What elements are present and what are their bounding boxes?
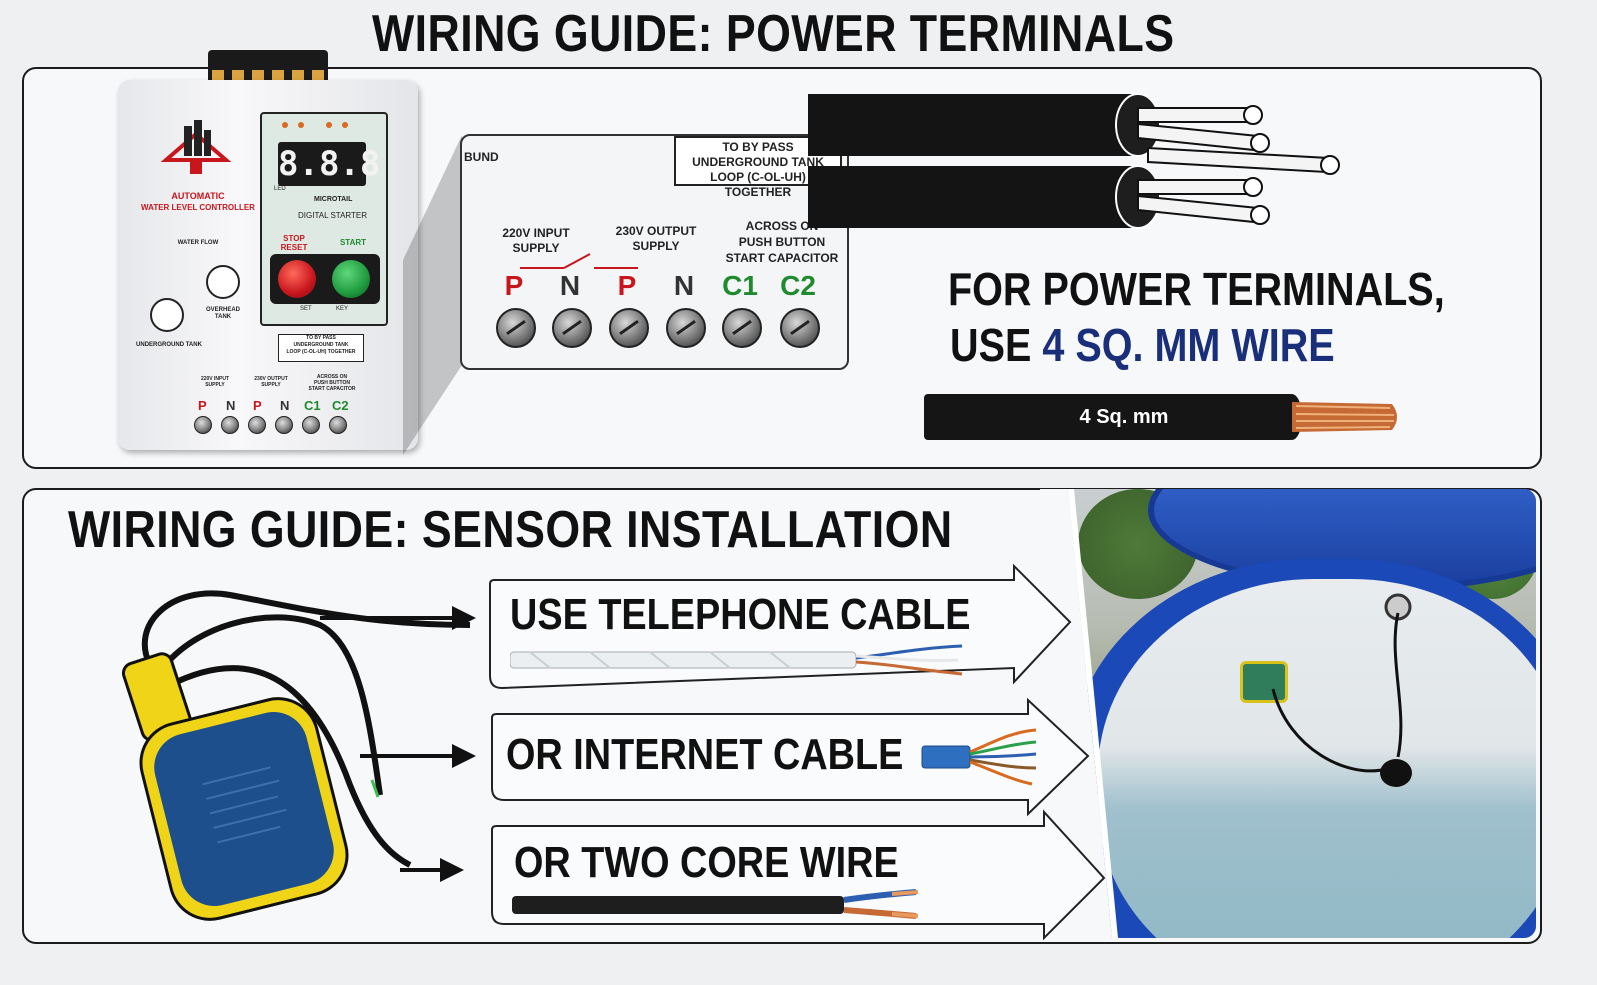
- water-flow-label: WATER FLOW: [177, 240, 219, 246]
- output-small-label: 230V OUTPUT SUPPLY: [254, 376, 288, 388]
- small-terminal-p2: P: [253, 398, 262, 413]
- screw-p-input: [496, 308, 536, 348]
- option-two-core-wire: OR TWO CORE WIRE: [488, 808, 1108, 944]
- output-supply-label: 230V OUTPUT SUPPLY: [615, 224, 697, 253]
- option-internet-cable: OR INTERNET CABLE: [488, 696, 1092, 818]
- small-terminal-n1: N: [226, 398, 236, 413]
- power-note-line1: FOR POWER TERMINALS,: [948, 263, 1445, 315]
- float-switch-icon: [121, 590, 471, 921]
- panel-separator: [1040, 489, 1112, 938]
- stop-reset-label: STOP RESET: [280, 234, 308, 252]
- terminal-p-input: P: [504, 270, 524, 301]
- screw-c1: [722, 308, 762, 348]
- screw-p-output: [609, 308, 649, 348]
- top-connector-strip: [208, 50, 328, 84]
- small-screw-1: [194, 416, 212, 434]
- small-screw-2: [221, 416, 239, 434]
- power-note-highlight: 4 SQ. MM WIRE: [1042, 319, 1335, 371]
- input-supply-label: 220V INPUT SUPPLY: [502, 226, 570, 255]
- bypass-note-small: TO BY PASS UNDERGROUND TANK LOOP (C-OL-U…: [278, 334, 364, 362]
- four-sqmm-wire: 4 Sq. mm: [924, 394, 1404, 440]
- cap-small-label: ACROSS ON PUSH BUTTON START CAPACITOR: [308, 374, 356, 392]
- terminal-c2: C2: [780, 270, 816, 301]
- telephone-cable-icon: [510, 644, 963, 676]
- power-note-prefix: USE: [950, 319, 1032, 371]
- terminal-n-input: N: [559, 270, 581, 301]
- internet-cable-icon: [921, 728, 1037, 786]
- model-name: DIGITAL STARTER: [298, 211, 368, 220]
- digital-display: 8.8.8: [278, 142, 381, 186]
- start-label: START: [339, 238, 367, 247]
- switch-lines: [520, 253, 638, 269]
- small-terminal-labels: P N P N C1 C2: [196, 398, 366, 414]
- led-row: [282, 122, 372, 140]
- terminal-p-output: P: [617, 270, 637, 301]
- brand-line2: WATER LEVEL CONTROLLER: [141, 203, 255, 212]
- power-note-line2: USE 4 SQ. MM WIRE: [950, 318, 1397, 372]
- overhead-sensor-icon: [206, 265, 240, 299]
- small-screw-3: [248, 416, 266, 434]
- zoomed-terminal-panel: BUND TO BY PASS UNDERGROUND TANK LOOP (C…: [460, 134, 849, 370]
- underground-tank-label: UNDERGROUND TANK: [136, 342, 202, 348]
- pointer-arrows: [320, 606, 476, 882]
- tank-photo: [1068, 489, 1536, 938]
- led-small-label: LED: [274, 186, 286, 192]
- option-label-2: OR INTERNET CABLE: [506, 730, 904, 779]
- small-terminal-p1: P: [198, 398, 207, 413]
- maker-name: MICROTAIL: [314, 196, 353, 203]
- terminal-c1: C1: [722, 270, 758, 301]
- small-screw-6: [329, 416, 347, 434]
- screw-n-output: [666, 308, 706, 348]
- tank-interior: [1098, 579, 1536, 938]
- button-housing: [270, 254, 380, 304]
- small-screw-4: [275, 416, 293, 434]
- house-logo-icon: [160, 120, 232, 174]
- start-button[interactable]: [332, 260, 370, 298]
- screw-n-input: [552, 308, 592, 348]
- front-panel: 8.8.8 MICROTAIL DIGITAL STARTER LED STOP…: [260, 112, 388, 326]
- screw-c2: [780, 308, 820, 348]
- page-title-sensor: WIRING GUIDE: SENSOR INSTALLATION: [68, 501, 953, 559]
- capacitor-label: ACROSS ON PUSH BUTTON START CAPACITOR: [725, 219, 839, 265]
- option-label-1: USE TELEPHONE CABLE: [510, 590, 971, 639]
- small-terminal-n2: N: [280, 398, 290, 413]
- small-terminal-c1: C1: [304, 398, 321, 413]
- wire-label: 4 Sq. mm: [1079, 406, 1169, 428]
- page-title-power: WIRING GUIDE: POWER TERMINALS: [372, 5, 1175, 63]
- option-label-3: OR TWO CORE WIRE: [514, 838, 899, 887]
- power-cable-illustration: [808, 93, 1340, 229]
- zoom-corner-text: BUND: [464, 150, 499, 164]
- stop-button[interactable]: [278, 260, 316, 298]
- key-label: KEY: [336, 306, 349, 312]
- small-terminal-c2: C2: [332, 398, 349, 413]
- controller-device: AUTOMATIC WATER LEVEL CONTROLLER 8.8.8 M…: [118, 50, 418, 450]
- set-label: SET: [300, 306, 312, 312]
- underground-sensor-icon: [150, 298, 184, 332]
- terminal-n-output: N: [673, 270, 695, 301]
- zoom-wedge: [403, 135, 462, 455]
- option-telephone-cable: USE TELEPHONE CABLE: [486, 562, 1072, 690]
- small-screw-5: [302, 416, 320, 434]
- float-switch-in-tank-icon: [1240, 661, 1288, 703]
- overhead-tank-label: OVERHEAD TANK: [205, 307, 240, 320]
- input-small-label: 220V INPUT SUPPLY: [200, 376, 230, 388]
- two-core-wire-icon: [512, 889, 919, 919]
- bypass-note: TO BY PASS UNDERGROUND TANK LOOP (C-OL-U…: [674, 136, 842, 199]
- brand-line1: AUTOMATIC: [171, 191, 225, 201]
